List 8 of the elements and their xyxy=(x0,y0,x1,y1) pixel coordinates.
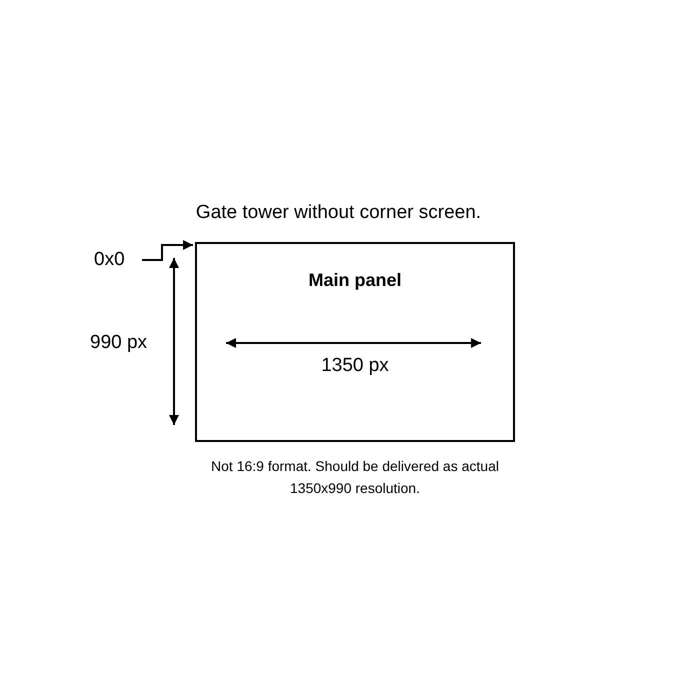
dimension-label: 1350 px xyxy=(320,355,390,377)
panel-heading: Main panel xyxy=(307,270,402,291)
panel-box xyxy=(195,242,515,442)
coordinate-label: 0x0 xyxy=(94,248,125,272)
leader-line xyxy=(142,240,193,261)
caption: Not 16:9 format. Should be delivered as actual 1350x990 resolution. xyxy=(210,457,500,498)
dimension-label: 990 px xyxy=(90,332,148,354)
title: Gate tower without corner screen. xyxy=(194,202,482,224)
